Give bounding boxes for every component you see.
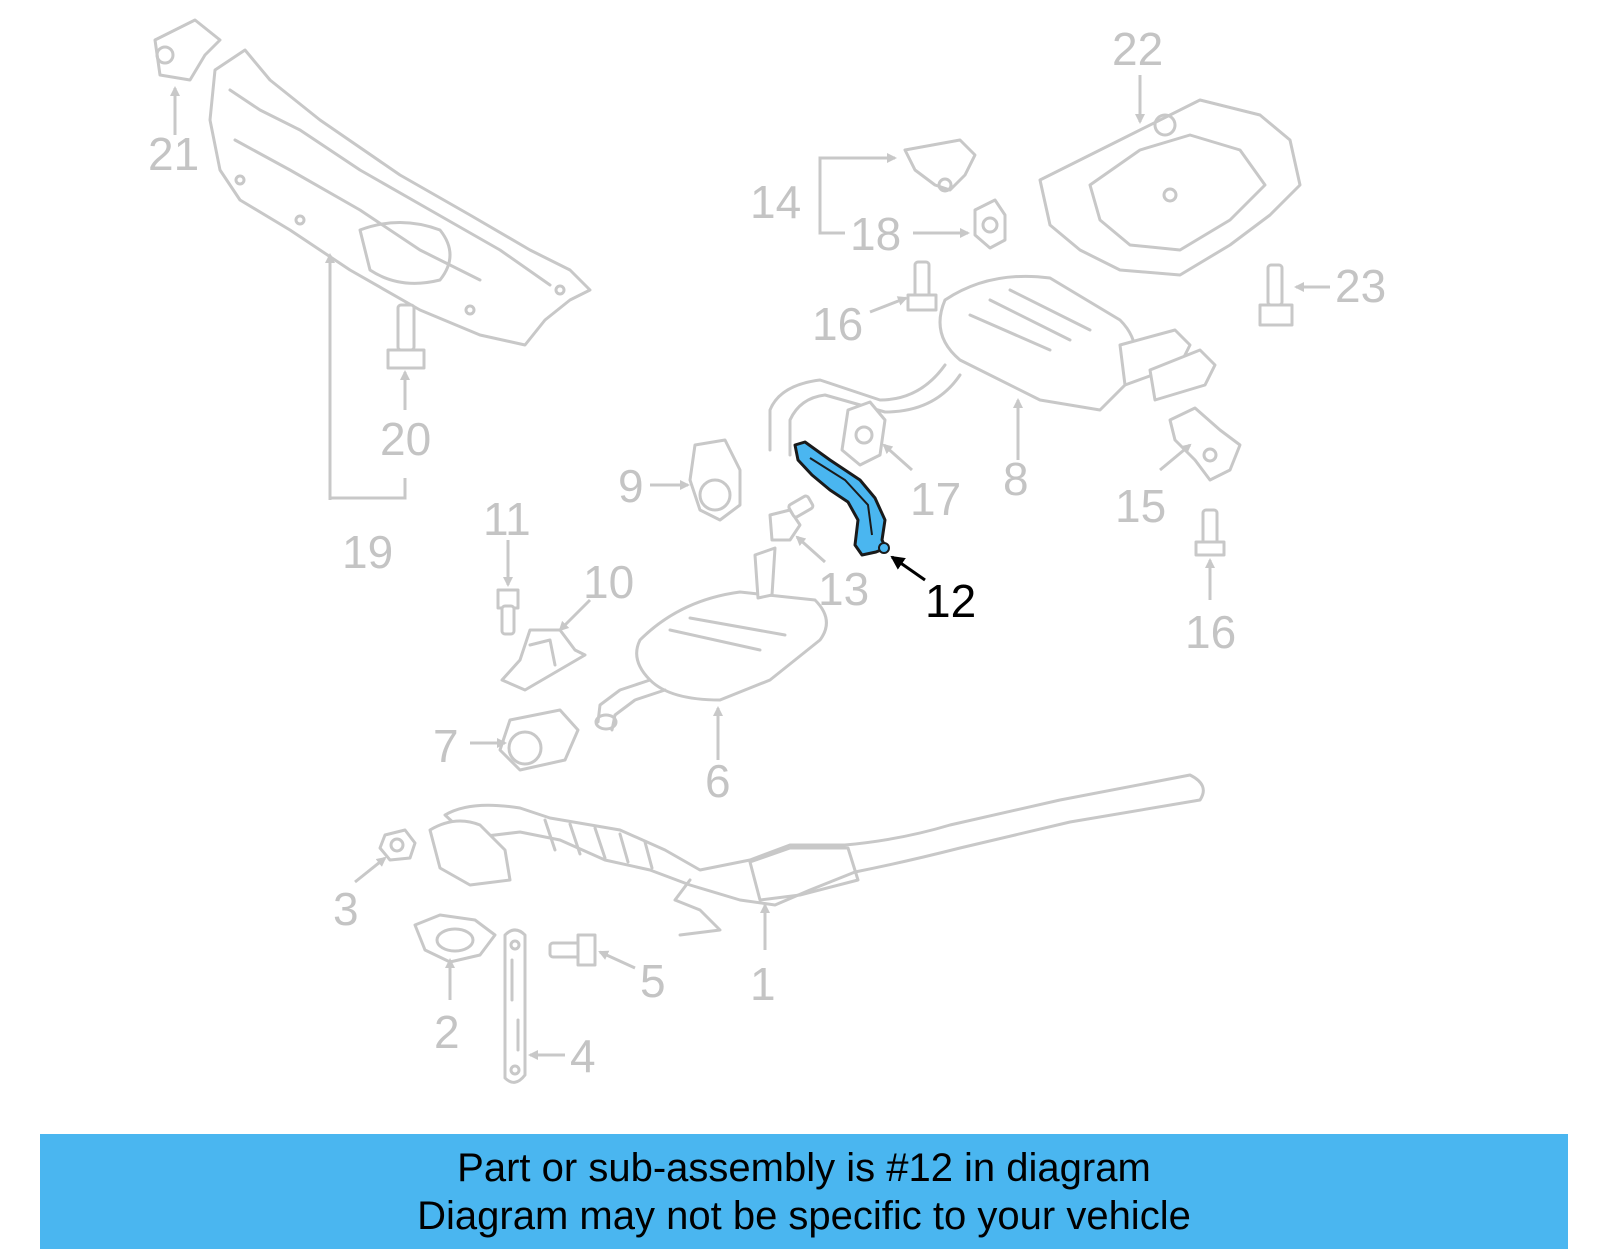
part-16-bolt-lower [1194, 508, 1226, 557]
callout-2: 2 [434, 1006, 460, 1058]
part-10-mount [500, 628, 587, 692]
callout-22: 22 [1112, 23, 1163, 75]
callout-12: 12 [925, 575, 976, 627]
part-9-clamp [688, 438, 742, 522]
callout-16-lower: 16 [1185, 606, 1236, 658]
callout-13: 13 [818, 563, 869, 615]
part-17-rubber-hanger [840, 400, 887, 467]
callout-10: 10 [583, 556, 634, 608]
leader-12 [890, 555, 926, 582]
leader-10 [558, 598, 592, 632]
callout-6: 6 [705, 755, 731, 807]
part-4-strap [503, 928, 527, 1084]
part-6-center-muffler [594, 546, 828, 732]
part-15-bracket [1168, 406, 1242, 482]
leader-13 [795, 535, 826, 564]
part-11-bolt [496, 588, 520, 636]
callout-11: 11 [483, 493, 531, 545]
leader-16a [869, 296, 908, 314]
callout-16-upper: 16 [812, 298, 863, 350]
leader-14a [818, 153, 897, 200]
callout-8: 8 [1003, 453, 1029, 505]
callout-23: 23 [1335, 260, 1386, 312]
callout-1: 1 [750, 958, 776, 1010]
part-14-bracket [903, 138, 977, 193]
banner-line-1: Part or sub-assembly is #12 in diagram [457, 1146, 1151, 1190]
part-8-rear-muffler [768, 274, 1217, 457]
part-2-gasket [413, 913, 497, 964]
callout-19: 19 [342, 526, 393, 578]
part-12-bracket-highlighted [793, 440, 890, 557]
part-1-front-pipe-catalytic-converter [428, 773, 1205, 937]
leader-15 [1159, 443, 1192, 472]
callout-9: 9 [618, 460, 644, 512]
part-5-bolt [548, 933, 597, 967]
callout-5: 5 [640, 955, 666, 1007]
part-23-bolt [1258, 263, 1294, 327]
callout-15: 15 [1115, 480, 1166, 532]
callout-4: 4 [570, 1030, 596, 1082]
part-22-rear-heat-shield [1038, 98, 1302, 277]
part-21-bracket [153, 18, 222, 82]
info-banner: Part or sub-assembly is #12 in diagram D… [40, 1134, 1568, 1249]
leader-3 [354, 856, 387, 884]
part-13-bolt [768, 494, 815, 542]
part-3-nut [378, 828, 417, 862]
callout-21: 21 [148, 128, 199, 180]
callout-18: 18 [850, 208, 901, 260]
part-7-clamp [498, 708, 580, 772]
callout-20: 20 [380, 413, 431, 465]
leader-19b [330, 478, 407, 500]
leader-17 [882, 443, 913, 472]
callout-14: 14 [750, 176, 801, 228]
part-16-bolt-upper [906, 260, 938, 312]
leader-14b [818, 200, 845, 235]
part-18-rubber-hanger [973, 198, 1007, 250]
part-19-heat-shield [208, 48, 592, 347]
part-20-bolt [386, 303, 426, 370]
banner-line-2: Diagram may not be specific to your vehi… [417, 1194, 1191, 1238]
callout-3: 3 [333, 883, 359, 935]
leader-5 [598, 950, 636, 970]
callout-17: 17 [910, 473, 961, 525]
callout-7: 7 [433, 720, 459, 772]
